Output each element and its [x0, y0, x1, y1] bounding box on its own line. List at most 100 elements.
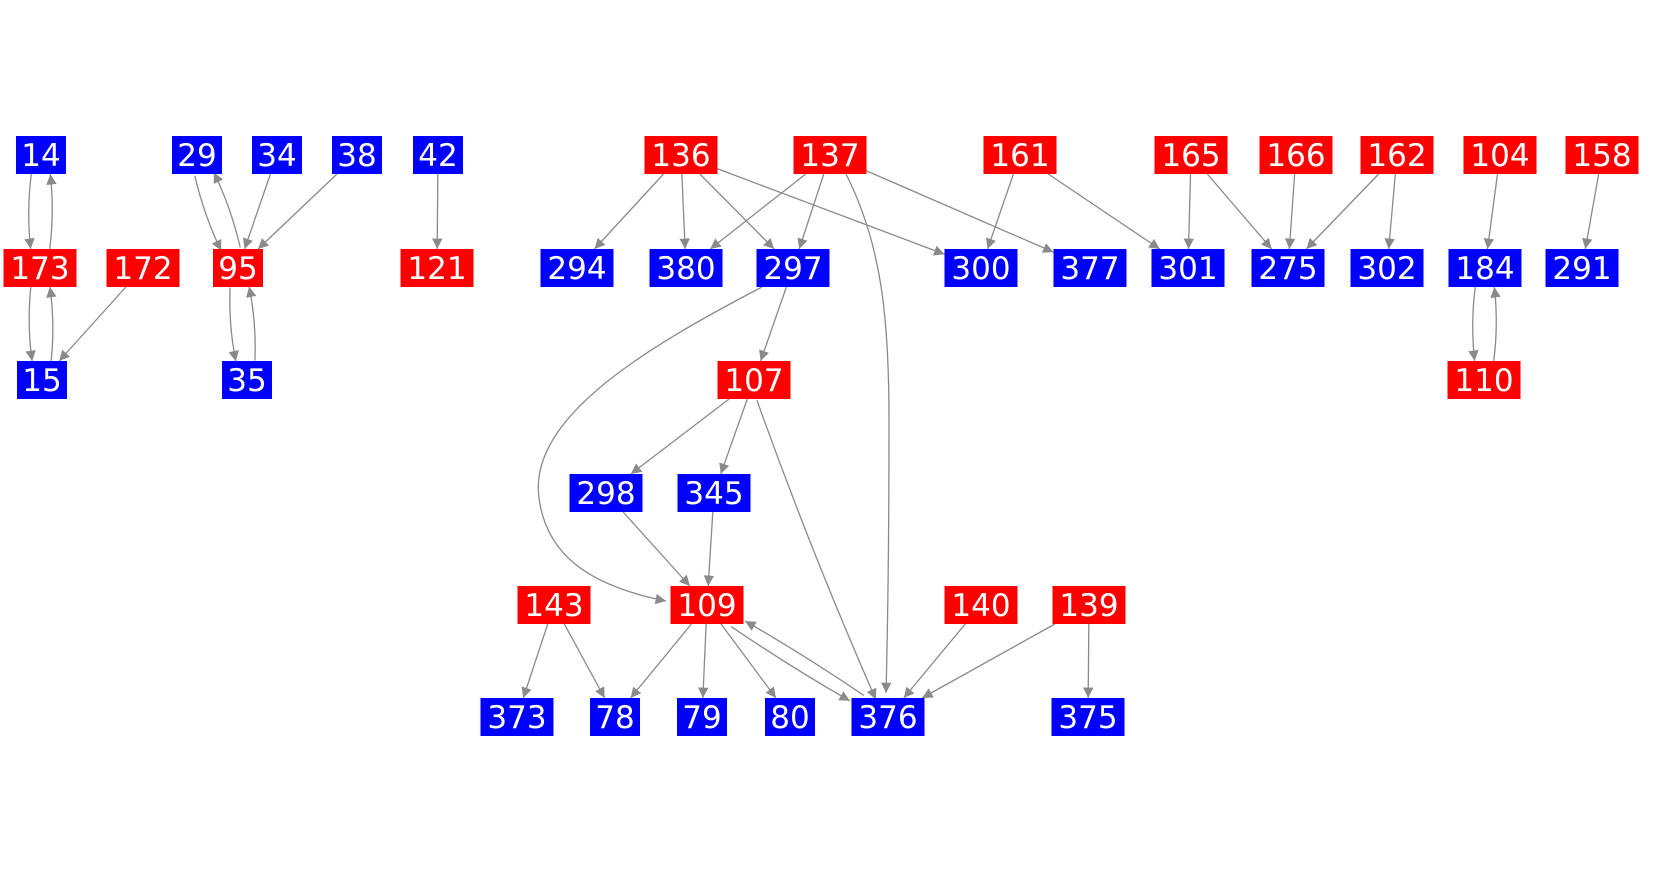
- edge-137-380: [709, 173, 807, 250]
- edge-109-376: [730, 626, 851, 702]
- node-136: 136: [644, 136, 718, 174]
- edge-173-15: [25, 287, 36, 362]
- edge-139-376: [921, 623, 1056, 699]
- node-297: 297: [756, 249, 830, 287]
- edge-297-109: [537, 286, 763, 605]
- node-275: 275: [1251, 249, 1325, 287]
- node-172: 172: [106, 249, 180, 287]
- node-label-139: 139: [1059, 588, 1118, 624]
- node-376: 376: [851, 698, 925, 736]
- node-104: 104: [1463, 136, 1537, 174]
- node-box-140: [944, 586, 1018, 624]
- node-label-79: 79: [682, 700, 721, 736]
- node-box-291: [1545, 249, 1619, 287]
- edge-136-297: [699, 173, 775, 250]
- node-label-291: 291: [1552, 251, 1611, 287]
- edge-137-297: [797, 173, 825, 250]
- node-label-166: 166: [1266, 138, 1325, 174]
- node-box-139: [1052, 586, 1126, 624]
- node-label-162: 162: [1367, 138, 1426, 174]
- node-box-162: [1360, 136, 1434, 174]
- edge-29-95: [194, 175, 222, 251]
- node-label-377: 377: [1060, 251, 1119, 287]
- node-label-158: 158: [1572, 138, 1631, 174]
- node-box-104: [1463, 136, 1537, 174]
- edges-layer: [24, 168, 1600, 702]
- node-box-158: [1565, 136, 1639, 174]
- node-box-345: [677, 474, 751, 512]
- node-box-161: [983, 136, 1057, 174]
- edge-166-275: [1284, 173, 1296, 250]
- node-184: 184: [1448, 249, 1522, 287]
- node-label-294: 294: [547, 251, 606, 287]
- node-143: 143: [517, 586, 591, 624]
- node-38: 38: [332, 136, 382, 174]
- node-95: 95: [213, 249, 263, 287]
- node-label-136: 136: [651, 138, 710, 174]
- node-label-78: 78: [595, 700, 634, 736]
- node-121: 121: [400, 249, 474, 287]
- edge-38-95: [257, 173, 338, 250]
- node-301: 301: [1151, 249, 1225, 287]
- node-box-275: [1251, 249, 1325, 287]
- node-165: 165: [1154, 136, 1228, 174]
- node-label-42: 42: [418, 138, 457, 174]
- node-label-375: 375: [1058, 700, 1117, 736]
- node-label-110: 110: [1454, 363, 1513, 399]
- node-box-137: [793, 136, 867, 174]
- node-107: 107: [717, 361, 791, 399]
- edge-172-15: [58, 286, 127, 362]
- node-box-34: [252, 136, 302, 174]
- edge-136-294: [594, 173, 664, 250]
- node-label-35: 35: [227, 363, 266, 399]
- edge-140-376: [903, 623, 966, 699]
- node-34: 34: [252, 136, 302, 174]
- node-box-380: [649, 249, 723, 287]
- node-162: 162: [1360, 136, 1434, 174]
- node-294: 294: [540, 249, 614, 287]
- edge-298-109: [622, 511, 691, 587]
- edge-143-373: [521, 623, 549, 699]
- node-label-302: 302: [1357, 251, 1416, 287]
- node-label-14: 14: [21, 138, 60, 174]
- edge-297-107: [759, 286, 787, 362]
- edge-109-80: [720, 623, 777, 699]
- node-label-15: 15: [22, 363, 61, 399]
- node-box-136: [644, 136, 718, 174]
- node-box-373: [480, 698, 554, 736]
- node-label-300: 300: [951, 251, 1010, 287]
- node-345: 345: [677, 474, 751, 512]
- node-box-29: [172, 136, 222, 174]
- node-label-161: 161: [990, 138, 1049, 174]
- node-box-294: [540, 249, 614, 287]
- node-109: 109: [670, 586, 744, 624]
- edge-184-110: [1468, 286, 1479, 362]
- node-166: 166: [1259, 136, 1333, 174]
- node-80: 80: [765, 698, 815, 736]
- node-42: 42: [413, 136, 463, 174]
- node-box-376: [851, 698, 925, 736]
- edge-107-376: [756, 400, 877, 700]
- node-label-301: 301: [1158, 251, 1217, 287]
- node-label-34: 34: [257, 138, 296, 174]
- node-label-95: 95: [218, 251, 257, 287]
- edge-110-184: [1490, 286, 1501, 362]
- node-box-184: [1448, 249, 1522, 287]
- node-box-95: [213, 249, 263, 287]
- node-300: 300: [944, 249, 1018, 287]
- node-373: 373: [480, 698, 554, 736]
- node-box-38: [332, 136, 382, 174]
- node-box-301: [1151, 249, 1225, 287]
- edge-104-184: [1483, 173, 1499, 250]
- node-label-297: 297: [763, 251, 822, 287]
- node-label-373: 373: [487, 700, 546, 736]
- node-158: 158: [1565, 136, 1639, 174]
- edge-161-301: [1047, 173, 1161, 250]
- node-label-380: 380: [656, 251, 715, 287]
- node-label-109: 109: [677, 588, 736, 624]
- node-label-376: 376: [858, 700, 917, 736]
- edge-107-345: [719, 398, 748, 475]
- node-label-184: 184: [1455, 251, 1514, 287]
